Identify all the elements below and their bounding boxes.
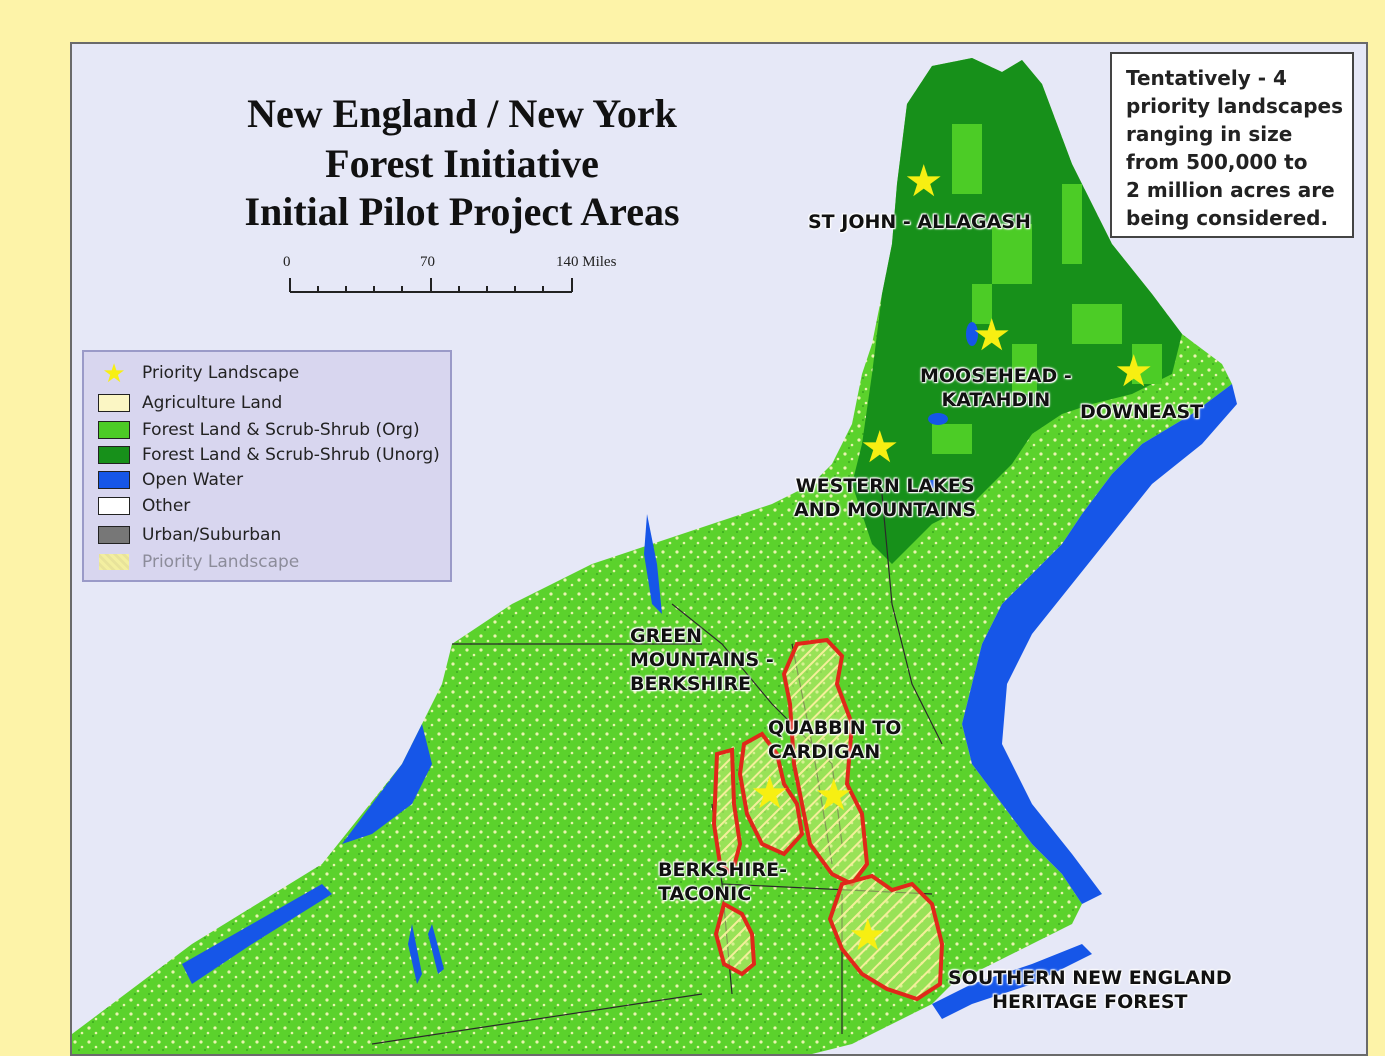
organized-forest-patches (932, 124, 1162, 454)
map-canvas[interactable] (72, 44, 1366, 1054)
legend-item: Urban/Suburban (98, 524, 281, 546)
star-icon[interactable]: ★ (972, 311, 1012, 360)
priority-landscape-areas (711, 637, 945, 1002)
green-mountains-berkshire-area (737, 731, 805, 857)
star-icon[interactable]: ★ (814, 771, 854, 820)
star-icon[interactable]: ★ (1114, 347, 1154, 396)
legend-item: ★ Priority Landscape (98, 358, 299, 388)
star-icon: ★ (102, 357, 126, 388)
label-berkshire-taconic[interactable]: BERKSHIRE- TACONIC (658, 859, 787, 905)
water-bodies (182, 322, 1237, 1019)
legend-item: Priority Landscape (98, 551, 299, 573)
berkshire-taconic-area (711, 747, 743, 878)
legend-item: Open Water (98, 469, 243, 491)
swatch-priority-hatched (98, 553, 130, 571)
label-moosehead-katahdin[interactable]: MOOSEHEAD - KATAHDIN (920, 365, 1072, 411)
map-title-line-1: New England / New York (247, 91, 677, 136)
callout-line: ranging in size (1126, 122, 1293, 146)
scale-bar (289, 278, 573, 293)
label-st-john-allagash[interactable]: ST JOHN - ALLAGASH (808, 211, 1031, 233)
label-western-lakes-mountains[interactable]: WESTERN LAKES AND MOUNTAINS (794, 475, 977, 521)
label-green-mountains-berkshire[interactable]: GREEN MOUNTAINS - BERKSHIRE (630, 625, 774, 695)
callout-line: Tentatively - 4 (1126, 66, 1287, 90)
label-southern-ne-heritage-forest[interactable]: SOUTHERN NEW ENGLAND HERITAGE FOREST (948, 967, 1232, 1013)
callout-line: priority landscapes (1126, 94, 1344, 118)
label-downeast[interactable]: DOWNEAST (1080, 401, 1204, 423)
callout-line: being considered. (1126, 206, 1329, 230)
callout-box: Tentatively - 4 priority landscapes rang… (1110, 52, 1354, 238)
berkshire-taconic-south-area (713, 901, 757, 977)
quabbin-cardigan-area (781, 637, 870, 887)
swatch-urban (98, 526, 130, 544)
star-icon[interactable]: ★ (860, 423, 900, 472)
southern-ne-heritage-area (827, 873, 945, 1002)
swatch-forest-org (98, 421, 130, 439)
swatch-agriculture (98, 394, 130, 412)
star-icon[interactable]: ★ (848, 911, 888, 960)
scale-label-140: 140 Miles (556, 254, 617, 270)
label-quabbin-cardigan[interactable]: QUABBIN TO CARDIGAN (768, 717, 902, 763)
swatch-open-water (98, 471, 130, 489)
legend-item: Other (98, 495, 190, 517)
map-legend: ★ Priority Landscape Agriculture Land Fo… (82, 350, 452, 582)
legend-item: Agriculture Land (98, 392, 282, 414)
map-frame: New England / New York Forest Initiative… (70, 42, 1368, 1056)
swatch-other (98, 497, 130, 515)
star-icon[interactable]: ★ (904, 157, 944, 206)
legend-item: Forest Land & Scrub-Shrub (Unorg) (98, 444, 440, 466)
swatch-forest-unorg (98, 446, 130, 464)
scale-label-70: 70 (420, 254, 435, 270)
map-title-line-2: Forest Initiative (325, 141, 599, 186)
star-icon[interactable]: ★ (750, 769, 790, 818)
map-title-line-3: Initial Pilot Project Areas (244, 189, 680, 234)
scale-label-0: 0 (283, 254, 291, 270)
callout-line: 2 million acres are (1126, 178, 1335, 202)
callout-line: from 500,000 to (1126, 150, 1308, 174)
legend-item: Forest Land & Scrub-Shrub (Org) (98, 419, 420, 441)
